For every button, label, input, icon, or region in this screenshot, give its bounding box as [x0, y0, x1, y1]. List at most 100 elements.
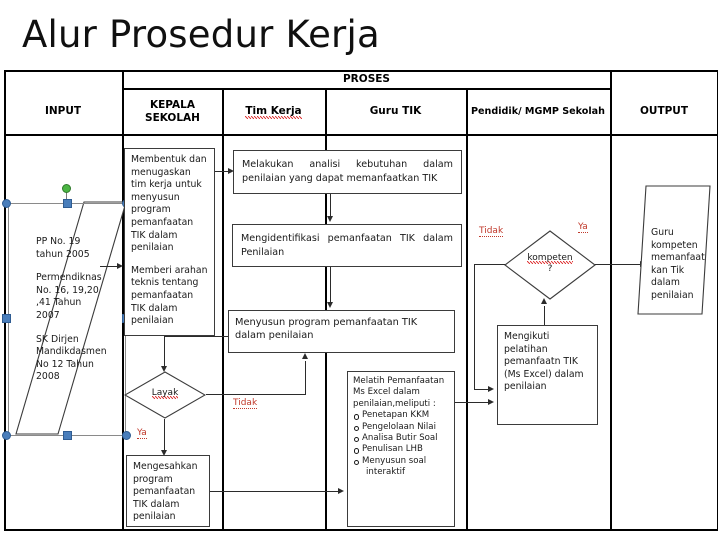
- header-guru-tik: Guru TIK: [369, 105, 422, 117]
- arrowhead-layak-tidak: [301, 353, 308, 359]
- connector-analisis-to-identifikasi: [330, 194, 332, 218]
- label-ya-kompeten-text: Ya: [578, 222, 588, 233]
- box-kepala-sekolah-para2: Memberi arahan teknis tentang pemanfaata…: [131, 264, 208, 327]
- decision-layak-text: Layak: [151, 388, 179, 399]
- melatih-item-4: Penulisan LHB: [353, 444, 449, 455]
- arrowhead-kompeten-tidak: [488, 385, 494, 392]
- table-top-border: [4, 70, 718, 72]
- label-ya-layak-text: Ya: [137, 428, 147, 439]
- output-document-shape[interactable]: Guru kompeten memanfaat kan Tik dalam pe…: [632, 183, 714, 317]
- connector-kepala-to-analisis: [215, 171, 231, 173]
- input-line-1: PP No. 19: [36, 236, 81, 247]
- connector-melatih-to-mengikuti: [455, 402, 489, 404]
- box-mengesahkan[interactable]: Mengesahkan program pemanfaatan TIK dala…: [126, 455, 210, 527]
- rotation-handle-stem: [66, 189, 67, 202]
- output-line-4: kan Tik: [651, 264, 685, 276]
- col-sep-input-proses: [122, 70, 124, 531]
- input-line-10: Mandikdasmen: [36, 346, 107, 358]
- box-melatih-intro: Melatih Pemanfaatan Ms Excel dalam penil…: [353, 376, 445, 409]
- connector-kompeten-tidak-v: [474, 264, 476, 390]
- label-tidak-layak-text: Tidak: [233, 398, 258, 409]
- output-line-2: kompeten: [651, 239, 698, 251]
- selection-handle-middle-left[interactable]: [2, 314, 11, 323]
- connector-kompeten-ya: [595, 264, 643, 266]
- input-line-7: 2007: [36, 309, 60, 321]
- box-kepala-sekolah[interactable]: Membentuk dan menugaskan tim kerja untuk…: [124, 148, 215, 336]
- box-mengikuti[interactable]: Mengikuti pelatihan pemanfaatn TIK (Ms E…: [497, 325, 598, 425]
- box-kepala-sekolah-para1: Membentuk dan menugaskan tim kerja untuk…: [131, 154, 207, 254]
- input-line-6: ,41 Tahun: [36, 297, 82, 309]
- output-line-5: dalam: [651, 277, 680, 289]
- connector-identifikasi-to-menyusun: [330, 267, 332, 304]
- selection-handle-bottom-right[interactable]: [122, 431, 131, 440]
- arrowhead-melatih-to-mengikuti: [488, 398, 494, 405]
- label-tidak-kompeten-text: Tidak: [479, 226, 504, 237]
- connector-layak-tidak-h: [206, 394, 306, 396]
- label-tidak-layak: Tidak: [233, 398, 258, 409]
- header-pendidik-mgmp: Pendidik/ MGMP Sekolah: [471, 106, 605, 117]
- box-melatih[interactable]: Melatih Pemanfaatan Ms Excel dalam penil…: [347, 371, 455, 527]
- arrowhead-input-to-kepala: [117, 262, 123, 269]
- col-sep-pendidik-output: [610, 70, 612, 531]
- input-line-11: No 12 Tahun: [36, 358, 94, 370]
- decision-kompeten-label-1: kompeten: [504, 253, 596, 264]
- arrowhead-kepala-to-analisis: [228, 167, 234, 174]
- box-melatih-list: Penetapan KKM Pengelolaan Nilai Analisa …: [353, 410, 449, 478]
- input-line-9: SK Dirjen: [36, 333, 79, 345]
- arrowhead-mengesahkan-to-melatih: [338, 487, 344, 494]
- box-identifikasi[interactable]: Mengidentifikasi pemanfaatan TIK dalam P…: [232, 224, 462, 267]
- box-menyusun[interactable]: Menyusun program pemanfaatan TIK dalam p…: [228, 310, 455, 353]
- melatih-item-5: Menyusun soal: [353, 456, 449, 467]
- connector-kompeten-tidak-h2: [474, 389, 490, 391]
- output-line-1: Guru: [651, 227, 674, 238]
- connector-layak-ya: [164, 419, 166, 452]
- selection-handle-top-left[interactable]: [2, 199, 11, 208]
- connector-kompeten-tidak-h1: [474, 264, 505, 266]
- melatih-item-5-cont: interaktif: [366, 467, 406, 478]
- col-sep-guru-pendidik: [466, 88, 468, 531]
- label-ya-layak: Ya: [137, 428, 147, 439]
- melatih-item-1: Penetapan KKM: [353, 410, 449, 421]
- output-line-6: penilaian: [651, 289, 694, 301]
- arrowhead-layak-ya: [160, 450, 167, 456]
- output-line-3: memanfaat: [651, 252, 705, 264]
- box-analisis[interactable]: Melakukan analisi kebutuhan dalam penila…: [233, 150, 462, 194]
- input-line-4: Permendiknas: [36, 272, 102, 284]
- col-sep-kepala-tim: [222, 88, 224, 531]
- connector-menyusun-left-leg: [164, 336, 228, 338]
- selection-handle-bottom-left[interactable]: [2, 431, 11, 440]
- decision-kompeten[interactable]: kompeten ?: [504, 230, 596, 300]
- arrowhead-analisis-to-identifikasi: [326, 216, 333, 222]
- connector-mengikuti-to-kompeten: [544, 306, 546, 325]
- output-document-text: Guru kompeten memanfaat kan Tik dalam pe…: [651, 227, 713, 303]
- header-tim-kerja-text: Tim Kerja: [245, 104, 302, 119]
- decision-kompeten-label-2: ?: [547, 264, 553, 274]
- input-document-text: PP No. 19 tahun 2005 Permendiknas No. 16…: [36, 236, 120, 384]
- table-right-border: [716, 70, 718, 531]
- selection-handle-bottom-center[interactable]: [63, 431, 72, 440]
- label-ya-kompeten: Ya: [578, 222, 588, 233]
- table-header-bottom-border: [4, 134, 718, 137]
- proses-header-divider: [122, 88, 611, 90]
- input-line-12: 2008: [36, 371, 60, 383]
- rotate-handle[interactable]: [62, 184, 71, 193]
- input-line-2: tahun 2005: [36, 248, 90, 260]
- header-tim-kerja: Tim Kerja: [223, 89, 324, 134]
- label-tidak-kompeten: Tidak: [479, 226, 504, 237]
- input-document-shape[interactable]: PP No. 19 tahun 2005 Permendiknas No. 16…: [8, 198, 127, 438]
- header-kepala-sekolah: KEPALA SEKOLAH: [145, 98, 200, 124]
- melatih-item-2: Pengelolaan Nilai: [353, 422, 449, 433]
- decision-layak-label: Layak: [124, 388, 206, 399]
- arrowhead-menyusun-to-layak: [160, 366, 167, 372]
- selection-handle-top-center[interactable]: [63, 199, 72, 208]
- connector-layak-tidak-v: [305, 361, 307, 395]
- decision-kompeten-text: kompeten: [527, 253, 573, 264]
- table-bottom-border: [4, 529, 718, 532]
- header-output: OUTPUT: [640, 104, 688, 117]
- header-proses: PROSES: [342, 73, 390, 85]
- decision-layak[interactable]: Layak: [124, 371, 206, 419]
- header-input: INPUT: [44, 104, 82, 117]
- arrowhead-identifikasi-to-menyusun: [326, 302, 333, 308]
- input-line-5: No. 16, 19,20: [36, 284, 99, 296]
